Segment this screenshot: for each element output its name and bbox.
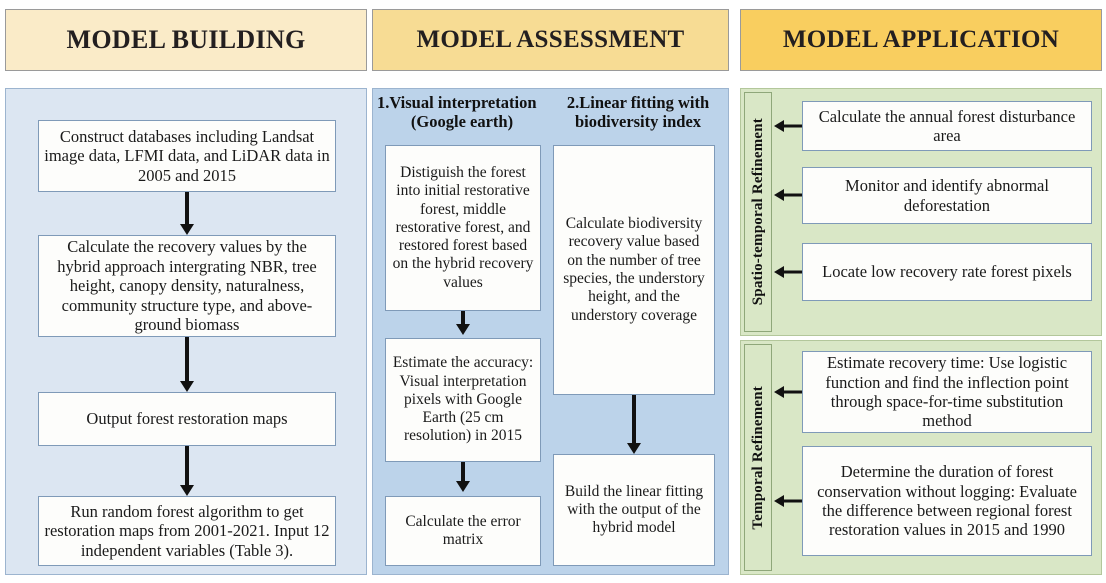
apply-g2-item-box-2: Determine the duration of forest conserv… xyxy=(802,446,1092,556)
apply-g2-item-label-2: Determine the duration of forest conserv… xyxy=(817,462,1077,540)
apply-group-1-vertical-label: Spatio-temporal Refinement xyxy=(744,92,772,332)
apply-g1-item-label-2: Monitor and identify abnormal deforestat… xyxy=(845,176,1049,215)
build-step-box-1: Construct databases including Landsat im… xyxy=(38,120,336,192)
assess-branch2-title-line2: biodiversity index xyxy=(574,111,702,131)
apply-g2-item-box-1: Estimate recovery time: Use logistic fun… xyxy=(802,351,1092,433)
assess-branch1-title-line1: 1.Visual interpretation xyxy=(377,93,537,112)
assess-b2-step-label-2: Build the linear fitting with the output… xyxy=(564,482,704,537)
assess-branch1-title-line2: (Google earth) xyxy=(410,111,514,131)
build-step-label-4: Run random forest algorithm to get resto… xyxy=(44,501,330,560)
header-model-building-label: MODEL BUILDING xyxy=(66,25,306,54)
header-model-application-label: MODEL APPLICATION xyxy=(782,26,1060,53)
assess-b1-step-box-3: Calculate the error matrix xyxy=(385,496,541,566)
panel-model-assessment: 1.Visual interpretation (Google earth) 2… xyxy=(372,88,729,575)
build-step-label-2: Calculate the recovery values by the hyb… xyxy=(57,237,317,335)
apply-group-2-label-text: Temporal Refinement xyxy=(749,385,766,530)
apply-g1-item-box-3: Locate low recovery rate forest pixels xyxy=(802,243,1092,301)
apply-group-1-label-text: Spatio-temporal Refinement xyxy=(749,118,766,306)
build-step-box-3: Output forest restoration maps xyxy=(38,392,336,446)
build-step-label-1: Construct databases including Landsat im… xyxy=(44,126,330,185)
assess-b1-step-box-1: Distiguish the forest into initial resto… xyxy=(385,145,541,311)
assess-b2-step-box-2: Build the linear fitting with the output… xyxy=(553,454,715,566)
panel-model-building: Construct databases including Landsat im… xyxy=(5,88,367,575)
header-model-building: MODEL BUILDING xyxy=(5,9,367,71)
assess-b1-step-label-2: Estimate the accuracy: Visual interpreta… xyxy=(392,354,534,445)
apply-g1-item-label-1: Calculate the annual forest disturbance … xyxy=(818,106,1076,145)
header-model-assessment: MODEL ASSESSMENT xyxy=(372,9,729,71)
apply-g1-item-box-2: Monitor and identify abnormal deforestat… xyxy=(802,167,1092,224)
assess-branch1-title: 1.Visual interpretation (Google earth) xyxy=(375,93,549,132)
apply-g2-item-label-1: Estimate recovery time: Use logistic fun… xyxy=(825,353,1069,431)
header-model-application: MODEL APPLICATION xyxy=(740,9,1102,71)
panel-model-application: Spatio-temporal Refinement Calculate the… xyxy=(740,88,1102,575)
assess-b1-step-label-1: Distiguish the forest into initial resto… xyxy=(392,164,534,291)
build-step-box-2: Calculate the recovery values by the hyb… xyxy=(38,235,336,337)
assess-b2-step-box-1: Calculate biodiversity recovery value ba… xyxy=(553,145,715,395)
assess-branch2-title: 2.Linear fitting with biodiversity index xyxy=(549,93,727,132)
assess-b1-step-label-3: Calculate the error matrix xyxy=(405,512,521,548)
apply-g1-item-label-3: Locate low recovery rate forest pixels xyxy=(822,262,1072,282)
assess-b1-step-box-2: Estimate the accuracy: Visual interpreta… xyxy=(385,338,541,462)
assess-b2-step-label-1: Calculate biodiversity recovery value ba… xyxy=(563,215,705,324)
header-model-assessment-label: MODEL ASSESSMENT xyxy=(416,26,685,53)
build-step-label-3: Output forest restoration maps xyxy=(86,409,288,429)
assess-branch2-title-line1: 2.Linear fitting with xyxy=(566,93,710,112)
build-step-box-4: Run random forest algorithm to get resto… xyxy=(38,496,336,566)
apply-g1-item-box-1: Calculate the annual forest disturbance … xyxy=(802,101,1092,151)
apply-group-2-vertical-label: Temporal Refinement xyxy=(744,344,772,571)
